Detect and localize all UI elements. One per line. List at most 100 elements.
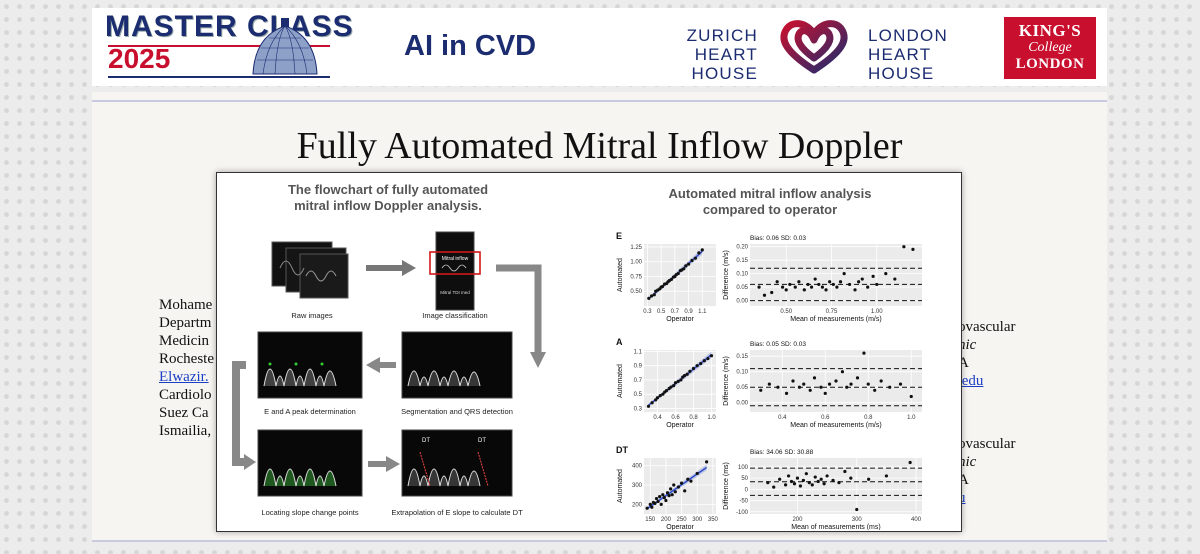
data-point bbox=[676, 485, 681, 489]
y-axis-label: Automated bbox=[617, 258, 624, 292]
charts-title: Automated mitral inflow analysis compare… bbox=[620, 186, 920, 218]
data-point bbox=[855, 376, 860, 380]
y-tick-label: 1.1 bbox=[634, 349, 643, 355]
affiliation-line: Rocheste bbox=[159, 351, 214, 367]
data-point bbox=[810, 483, 814, 487]
panel-title: A bbox=[616, 337, 623, 347]
dt-label: DT bbox=[422, 438, 430, 444]
data-point bbox=[784, 391, 789, 395]
caption-slope-change: Locating slope change points bbox=[261, 508, 358, 517]
arrow-down-icon bbox=[496, 264, 542, 354]
data-point bbox=[669, 277, 674, 282]
data-point bbox=[888, 385, 892, 389]
x-axis-label: Operator bbox=[666, 422, 694, 429]
email-link-fragment[interactable]: .edu bbox=[958, 373, 984, 389]
data-point bbox=[871, 274, 875, 278]
data-point bbox=[898, 382, 903, 386]
data-point bbox=[672, 483, 676, 487]
data-point bbox=[766, 481, 770, 485]
y-tick-label: 0.9 bbox=[634, 364, 643, 370]
x-tick-label: 0.50 bbox=[780, 309, 792, 315]
data-point bbox=[654, 496, 659, 501]
data-point bbox=[695, 364, 699, 368]
panel-subtitle: Bias: 34.06 SD: 30.88 bbox=[750, 449, 814, 456]
zurich-line1: ZURICH bbox=[686, 26, 758, 45]
email-link-fragment[interactable]: u bbox=[958, 489, 1058, 507]
affiliation-line: Ismailia, bbox=[159, 423, 212, 439]
flowchart-title-line1: The flowchart of fully automated bbox=[287, 182, 489, 197]
data-point bbox=[652, 293, 656, 297]
master-class-year: 2025 bbox=[108, 43, 171, 74]
data-point bbox=[820, 285, 825, 289]
affiliation-line: Mohame bbox=[159, 297, 213, 313]
data-point bbox=[679, 481, 684, 485]
data-point bbox=[788, 282, 792, 287]
charts-title-line2: compared to operator bbox=[702, 202, 838, 217]
data-point bbox=[823, 391, 827, 395]
x-tick-label: 350 bbox=[708, 517, 719, 523]
y-tick-label: 400 bbox=[632, 464, 643, 470]
y-tick-label: 0.50 bbox=[630, 289, 642, 295]
author-email-link[interactable]: Elwazir. bbox=[159, 369, 209, 385]
data-point bbox=[828, 280, 832, 284]
arrow-down-left-icon bbox=[232, 361, 246, 466]
data-point bbox=[866, 382, 870, 386]
slope-change-image bbox=[257, 429, 363, 497]
data-point bbox=[665, 491, 670, 495]
x-tick-label: 300 bbox=[852, 517, 863, 523]
y-tick-label: 200 bbox=[632, 502, 643, 508]
x-tick-label: 250 bbox=[677, 517, 688, 523]
data-point bbox=[670, 493, 674, 497]
data-point bbox=[806, 282, 810, 287]
data-point bbox=[686, 477, 690, 481]
data-point bbox=[802, 382, 806, 386]
data-point bbox=[862, 351, 866, 355]
y-axis-label: Difference (m/s) bbox=[723, 250, 730, 300]
data-point bbox=[654, 398, 658, 402]
data-point bbox=[789, 479, 794, 484]
data-point bbox=[662, 495, 666, 500]
data-point bbox=[669, 385, 673, 389]
data-point bbox=[831, 478, 835, 482]
y-tick-label: 0.10 bbox=[736, 272, 748, 278]
data-point bbox=[797, 280, 801, 284]
affiliation-fragment: nic bbox=[958, 454, 977, 470]
flowchart-title-line2: mitral inflow Doppler analysis. bbox=[294, 198, 482, 213]
data-point bbox=[809, 285, 814, 289]
data-point bbox=[684, 264, 688, 268]
arrow-head-icon bbox=[386, 456, 400, 472]
y-tick-label: 100 bbox=[738, 465, 749, 471]
extrapolation-image bbox=[401, 429, 513, 497]
segmentation-image bbox=[401, 331, 513, 399]
data-point bbox=[838, 280, 843, 284]
data-point bbox=[762, 293, 767, 297]
data-point bbox=[822, 482, 826, 486]
data-point bbox=[893, 277, 897, 281]
data-point bbox=[685, 372, 689, 376]
data-point bbox=[691, 366, 696, 371]
data-point bbox=[772, 485, 776, 489]
panel-subtitle: Bias: 0.06 SD: 0.03 bbox=[750, 235, 806, 242]
data-point bbox=[849, 382, 853, 386]
data-point bbox=[855, 507, 859, 512]
y-tick-label: 50 bbox=[741, 476, 748, 482]
affiliation-fragment: ovascular bbox=[958, 319, 1016, 335]
y-axis-label: Difference (m/s) bbox=[723, 356, 730, 406]
data-point bbox=[686, 262, 691, 266]
data-point bbox=[660, 284, 665, 289]
panel-title: E bbox=[616, 231, 622, 241]
data-point bbox=[884, 474, 889, 478]
data-point bbox=[817, 282, 821, 287]
data-point bbox=[840, 370, 845, 374]
x-tick-label: 150 bbox=[645, 517, 656, 523]
data-point bbox=[775, 280, 779, 284]
flowchart-diagram: Mitral inflow Mitral TDI med DT DT Raw i… bbox=[232, 231, 546, 517]
affiliation-line: Departm bbox=[159, 315, 212, 331]
data-point bbox=[791, 379, 795, 383]
x-tick-label: 200 bbox=[792, 517, 803, 523]
data-point bbox=[860, 277, 864, 281]
y-tick-label: 0.3 bbox=[634, 406, 643, 412]
